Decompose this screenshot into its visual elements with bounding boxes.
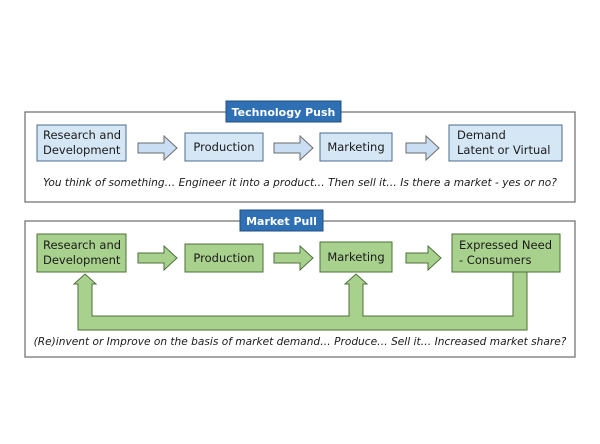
pull-arrow-1 [137, 244, 178, 272]
pull-box-research-label-1: Research and [43, 238, 121, 252]
market-pull-title-box [239, 209, 324, 232]
push-box-demand: Demand Latent or Virtual [448, 124, 563, 162]
pull-arrow-3 [405, 244, 442, 272]
technology-push-title-box [225, 100, 342, 123]
feedback-loop-arrow [72, 271, 528, 331]
push-box-production: Production [184, 132, 264, 162]
push-box-demand-label-1: Demand [457, 128, 506, 142]
push-box-research-label-1: Research and [43, 128, 121, 142]
push-box-marketing-label: Marketing [327, 140, 384, 154]
push-arrow-2 [273, 134, 314, 162]
market-pull-caption: (Re)invent or Improve on the basis of ma… [34, 336, 567, 348]
market-pull-panel: Market Pull Research and Development Pro… [24, 209, 576, 358]
market-pull-title: Market Pull [246, 215, 317, 228]
push-box-research: Research and Development [36, 124, 127, 162]
push-arrow-1 [137, 134, 178, 162]
technology-push-caption: You think of something… Engineer it into… [43, 177, 557, 189]
pull-arrow-2 [273, 244, 314, 272]
push-box-production-label: Production [193, 140, 254, 154]
push-box-demand-label-2: Latent or Virtual [457, 143, 551, 157]
pull-box-production-label: Production [193, 251, 254, 265]
technology-push-title: Technology Push [232, 106, 336, 119]
pull-box-marketing-label: Marketing [327, 250, 384, 264]
pull-box-production: Production [184, 243, 264, 273]
pull-box-research: Research and Development [36, 233, 127, 273]
pull-box-marketing: Marketing [319, 241, 393, 273]
pull-box-expressed-need-label-2: - Consumers [459, 253, 531, 267]
push-arrow-3 [405, 134, 440, 162]
pull-box-expressed-need-label-1: Expressed Need [459, 238, 552, 252]
push-box-marketing: Marketing [319, 132, 393, 162]
pull-box-research-label-2: Development [43, 253, 121, 267]
push-box-research-label-2: Development [43, 143, 121, 157]
technology-push-panel: Technology Push Research and Development… [24, 100, 576, 203]
pull-box-expressed-need: Expressed Need - Consumers [451, 233, 561, 273]
